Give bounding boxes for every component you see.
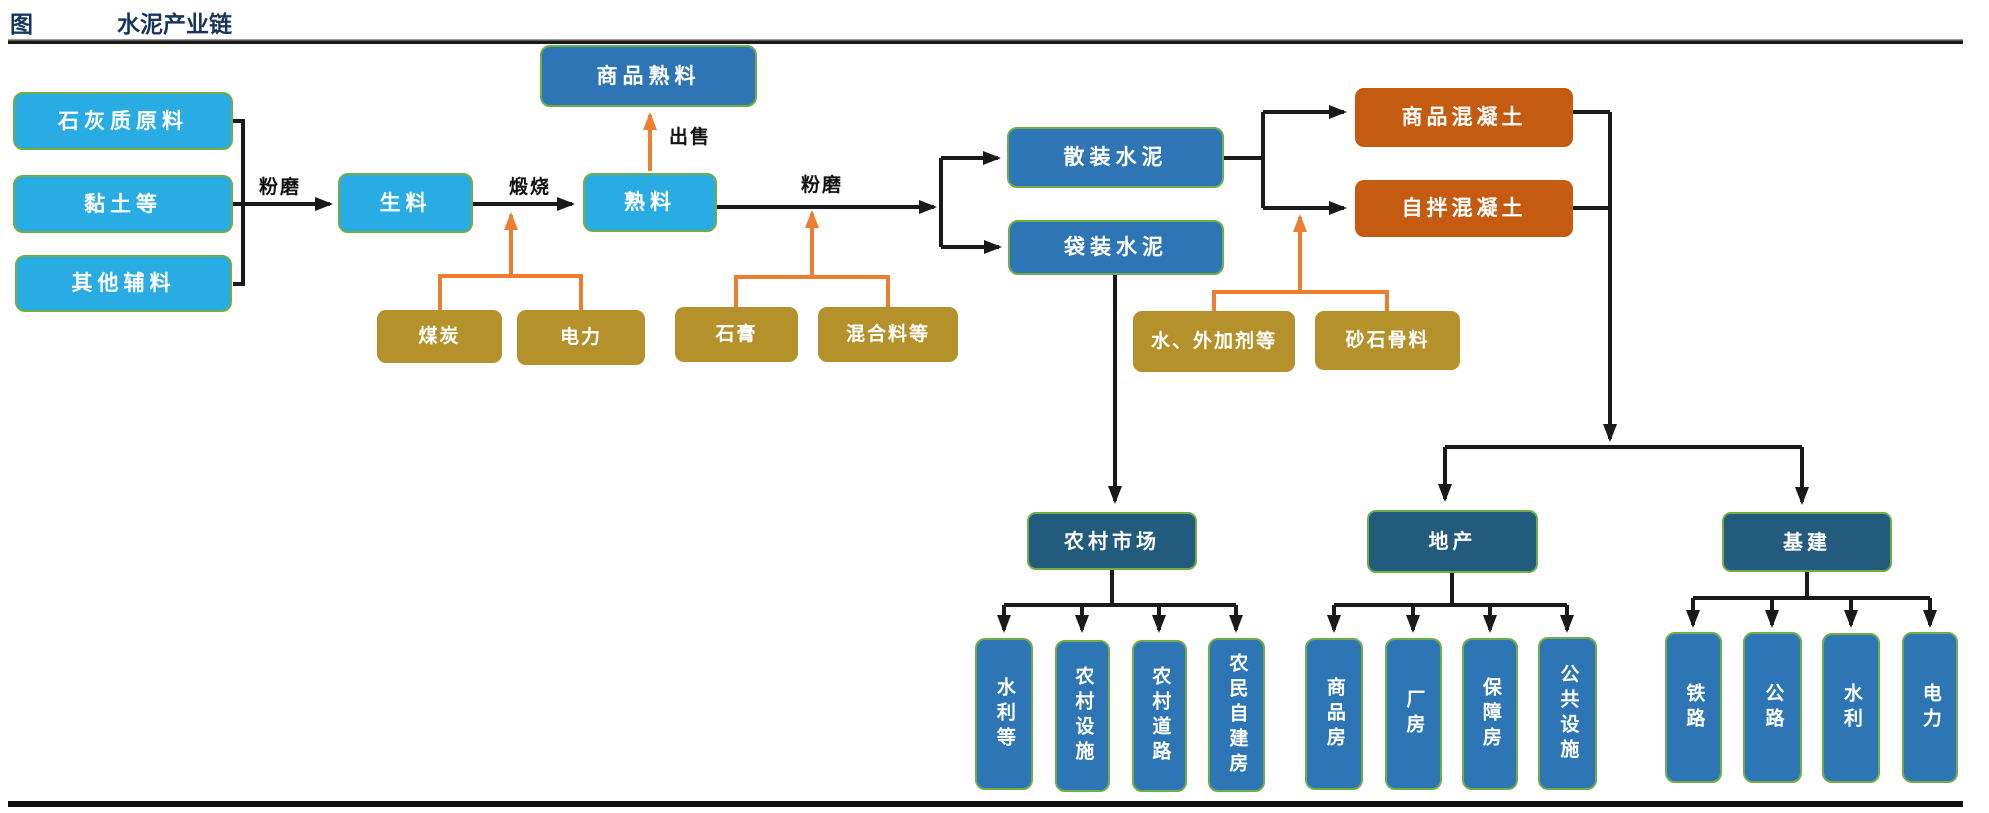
node-gypsum: 石膏	[675, 307, 798, 362]
node-public-facilities: 公共设施	[1538, 637, 1597, 790]
node-real-estate: 地产	[1367, 510, 1538, 573]
title-divider	[8, 39, 1963, 44]
black-connectors	[233, 105, 1937, 633]
node-rural-roads: 农村道路	[1132, 640, 1187, 792]
node-bulk-cement: 散装水泥	[1007, 127, 1224, 188]
page-title: 水泥产业链	[117, 12, 232, 38]
edge-label-calcination: 煅烧	[508, 176, 551, 198]
node-rural-self-built: 农民自建房	[1208, 638, 1265, 792]
edge-label-grinding-2: 粉磨	[800, 174, 843, 196]
node-railway: 铁路	[1665, 632, 1722, 783]
node-limestone: 石灰质原料	[13, 92, 233, 150]
node-commercial-concrete: 商品混凝土	[1355, 88, 1573, 147]
bottom-divider	[8, 801, 1963, 807]
node-water-additives: 水、外加剂等	[1133, 311, 1295, 372]
node-bagged-cement: 袋装水泥	[1008, 220, 1224, 275]
node-rural-water: 水利等	[975, 638, 1033, 790]
node-other-auxiliary: 其他辅料	[15, 255, 232, 312]
node-clay: 黏土等	[13, 175, 233, 233]
orange-connectors	[438, 112, 1389, 311]
node-commodity-clinker: 商品熟料	[540, 45, 757, 107]
node-rural-facilities: 农村设施	[1055, 640, 1110, 792]
figure-label: 图	[10, 12, 33, 38]
node-coal: 煤炭	[377, 310, 502, 363]
node-clinker: 熟料	[583, 173, 717, 232]
node-raw-meal: 生料	[338, 173, 473, 233]
node-factory-housing: 厂房	[1385, 638, 1442, 790]
node-affordable-housing: 保障房	[1462, 638, 1518, 790]
edge-label-sell: 出售	[668, 126, 711, 148]
node-electricity: 电力	[517, 310, 645, 365]
node-infrastructure: 基建	[1722, 512, 1892, 572]
node-commodity-housing: 商品房	[1305, 638, 1363, 790]
node-electric-power: 电力	[1902, 632, 1958, 783]
node-highway: 公路	[1743, 632, 1802, 783]
edge-label-grinding-1: 粉磨	[258, 176, 301, 198]
node-mixed-materials: 混合料等	[818, 307, 958, 362]
node-rural-market: 农村市场	[1027, 512, 1197, 570]
node-self-mixed-concrete: 自拌混凝土	[1355, 180, 1573, 237]
node-sand-aggregate: 砂石骨料	[1315, 311, 1460, 370]
node-water-conservancy: 水利	[1822, 633, 1880, 783]
